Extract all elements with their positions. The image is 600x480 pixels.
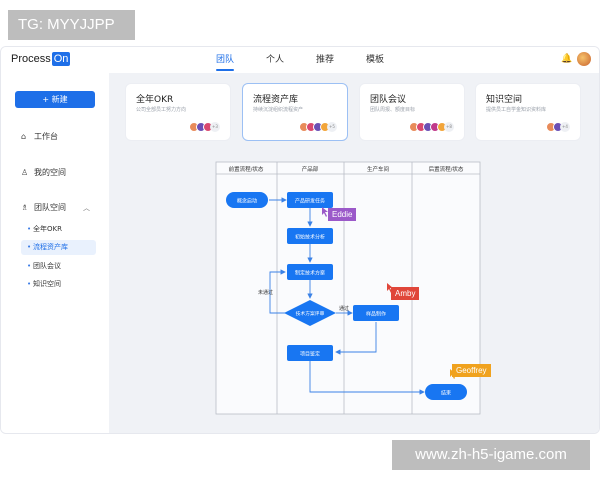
collaborator-label-eddie: Eddie	[328, 208, 357, 221]
card-desc: 提供员工自学金知识资料库	[486, 107, 547, 113]
node-start	[226, 192, 268, 208]
bell-icon[interactable]: 🔔	[561, 54, 573, 64]
user-avatar[interactable]	[577, 52, 591, 66]
node-task3	[287, 264, 333, 280]
card-title: 知识空间	[486, 95, 523, 105]
swimlane-flowchart[interactable]: 前置流程/状态 产品部 生产车间 后置流程/状态 未通过 通过 概念启动 产品研…	[214, 160, 514, 460]
sidebar-item-team-space[interactable]: ♗ 团队空间 ︿	[21, 202, 90, 213]
user-icon: ♙	[21, 168, 29, 177]
edge-label-fail: 未通过	[258, 289, 273, 296]
space-card-okr[interactable]: 全年OKR 公司全部员工努力方向 +3	[125, 83, 231, 141]
member-avatars: +4	[546, 122, 570, 132]
sidebar: + 新建 ⌂ 工作台 ♙ 我的空间 ♗ 团队空间 ︿ 全年OKR 流程资产库 团…	[1, 73, 109, 433]
main-nav: 团队 个人 推荐 模板	[216, 47, 416, 73]
member-avatars: +3	[189, 122, 220, 132]
member-count: +5	[327, 122, 337, 132]
space-card-process-assets[interactable]: 流程资产库 持续沉淀组织流程资产 +5	[242, 83, 348, 141]
tab-recommend[interactable]: 推荐	[316, 55, 335, 65]
tab-team[interactable]: 团队	[216, 47, 235, 73]
node-task2-label: 初始技术分析	[295, 234, 325, 241]
edge-label-pass: 通过	[339, 305, 349, 312]
sidebar-sub-team-meeting[interactable]: 团队会议	[21, 259, 96, 274]
card-title: 全年OKR	[136, 95, 174, 105]
space-card-team-meeting[interactable]: 团队会议 团队周报、额度目标 +8	[359, 83, 465, 141]
sidebar-sub-okr[interactable]: 全年OKR	[21, 222, 96, 237]
team-icon: ♗	[21, 203, 29, 212]
member-avatars: +5	[299, 122, 337, 132]
new-button[interactable]: + 新建	[15, 91, 95, 108]
node-end-label: 结束	[441, 390, 451, 397]
lane-header-pre: 前置流程/状态	[229, 165, 264, 173]
tab-personal[interactable]: 个人	[266, 55, 285, 65]
card-title: 团队会议	[370, 95, 407, 105]
node-end	[425, 384, 467, 400]
node-project	[287, 345, 333, 361]
lane-header-product: 产品部	[302, 165, 319, 173]
member-count: +3	[210, 122, 220, 132]
card-title: 流程资产库	[253, 95, 299, 105]
lane-header-post: 后置流程/状态	[429, 165, 464, 173]
sidebar-item-label: 团队空间	[34, 203, 66, 212]
sidebar-sub-knowledge[interactable]: 知识空间	[21, 277, 96, 292]
card-desc: 公司全部员工努力方向	[136, 107, 187, 113]
node-task2	[287, 228, 333, 244]
space-card-knowledge[interactable]: 知识空间 提供员工自学金知识资料库 +4	[475, 83, 581, 141]
collaborator-label-geoffrey: Geoffrey	[452, 364, 491, 377]
watermark-top: TG: MYYJJPP	[8, 10, 135, 40]
member-count: +4	[560, 122, 570, 132]
sidebar-item-label: 工作台	[34, 132, 58, 141]
member-count: +8	[444, 122, 454, 132]
node-task3-label: 制定技术方案	[295, 270, 325, 277]
node-task1-label: 产品研发任务	[295, 198, 325, 205]
node-start-label: 概念启动	[237, 198, 257, 205]
node-decision	[284, 300, 336, 326]
node-make	[353, 305, 399, 321]
logo-text: Process	[11, 53, 51, 65]
sidebar-item-workbench[interactable]: ⌂ 工作台	[21, 131, 58, 142]
sidebar-item-my-space[interactable]: ♙ 我的空间	[21, 167, 66, 178]
logo-badge: On	[51, 52, 71, 66]
card-desc: 团队周报、额度目标	[370, 107, 416, 113]
lane-header-workshop: 生产车间	[367, 165, 389, 173]
node-decision-label: 技术方案评审	[296, 310, 325, 317]
card-desc: 持续沉淀组织流程资产	[253, 107, 304, 113]
node-project-label: 项目鉴定	[300, 351, 320, 358]
node-make-label: 样品制作	[366, 311, 386, 318]
cursor-pointer-icon	[322, 207, 328, 217]
member-avatars: +8	[409, 122, 454, 132]
node-task1	[287, 192, 333, 208]
watermark-bottom: www.zh-h5-igame.com	[392, 440, 590, 470]
home-icon: ⌂	[21, 132, 27, 141]
sidebar-sub-process-assets[interactable]: 流程资产库	[21, 240, 96, 255]
chevron-up-icon[interactable]: ︿	[83, 203, 90, 212]
cursor-pointer-icon	[387, 283, 393, 293]
collaborator-label-amby: Amby	[391, 287, 420, 300]
sidebar-item-label: 我的空间	[34, 168, 66, 177]
tab-templates[interactable]: 模板	[366, 55, 385, 65]
